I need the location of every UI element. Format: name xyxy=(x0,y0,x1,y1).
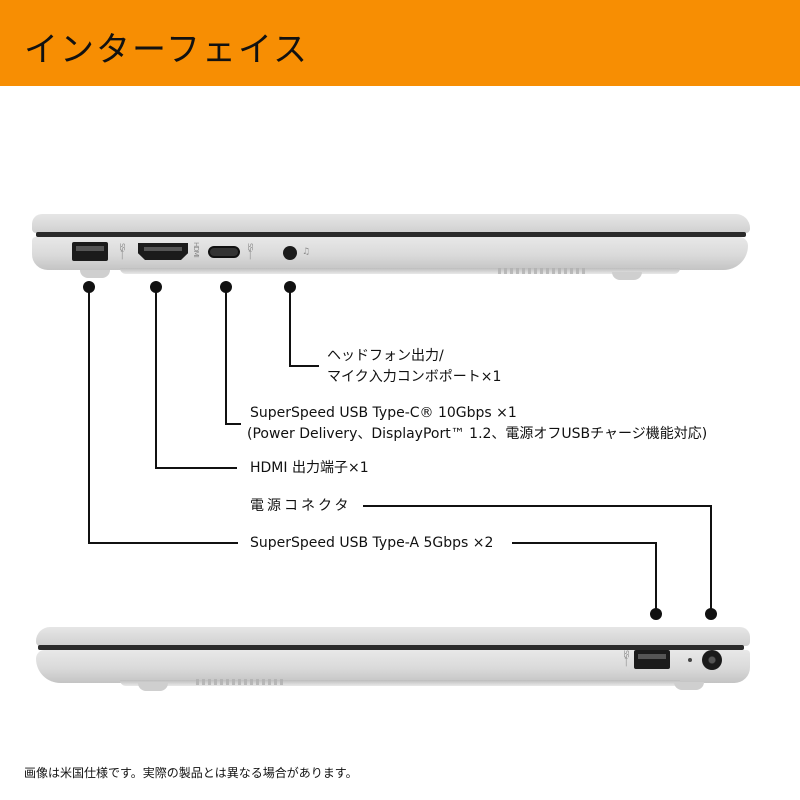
lid-seam xyxy=(36,232,746,237)
laptop-lid xyxy=(36,627,750,646)
power-connector-icon xyxy=(702,650,722,670)
hdmi-port-icon xyxy=(138,243,188,260)
headphone-glyph-icon: ♫ xyxy=(302,247,310,257)
callout-line xyxy=(289,287,291,367)
headphone-label-line1: ヘッドフォン出力/ xyxy=(327,348,444,364)
superspeed-glyph-icon: SS⟵ xyxy=(622,650,630,666)
rubber-foot xyxy=(138,683,168,691)
callout-line xyxy=(289,365,319,367)
usb-a-callout-label: SuperSpeed USB Type-A 5Gbps ×2 xyxy=(250,535,494,551)
hdmi-glyph-icon: HDMI xyxy=(192,242,200,257)
power-led-icon xyxy=(688,658,692,662)
usb-a-port-icon xyxy=(72,242,108,261)
callout-dot xyxy=(705,608,717,620)
laptop-left-side-view: SS⟵ HDMI SS⟵ ♫ xyxy=(0,0,800,300)
callout-line xyxy=(155,467,237,469)
superspeed-glyph-icon: SS⟵ xyxy=(246,243,254,259)
header-banner: インターフェイス xyxy=(0,0,800,86)
callout-line xyxy=(155,287,157,469)
lid-seam xyxy=(38,645,744,650)
callout-line xyxy=(363,505,712,507)
vent-grille xyxy=(196,679,286,685)
laptop-base xyxy=(36,650,750,683)
callout-line xyxy=(512,542,657,544)
laptop-lid xyxy=(32,214,750,233)
power-callout-label: 電源コネクタ xyxy=(250,498,352,514)
hdmi-callout-label: HDMI 出力端子×1 xyxy=(250,460,369,476)
usb-a-port-icon xyxy=(634,650,670,669)
rubber-foot xyxy=(612,272,642,280)
superspeed-glyph-icon: SS⟵ xyxy=(118,243,126,259)
callout-line xyxy=(655,542,657,615)
usb-c-port-icon xyxy=(208,246,240,258)
callout-line xyxy=(225,423,241,425)
callout-line xyxy=(88,287,90,544)
usb-c-label-line2: (Power Delivery、DisplayPort™ 1.2、電源オフUSB… xyxy=(247,426,708,442)
headphone-jack-icon xyxy=(283,246,297,260)
base-shadow xyxy=(120,268,680,274)
callout-line xyxy=(88,542,238,544)
callout-dot xyxy=(650,608,662,620)
rubber-foot xyxy=(674,682,704,690)
headphone-label-line2: マイク入力コンボポート×1 xyxy=(327,369,502,385)
headphone-callout-label: ヘッドフォン出力/ マイク入力コンボポート×1 xyxy=(327,346,501,388)
vent-grille xyxy=(498,268,588,274)
callout-line xyxy=(225,287,227,425)
usb-c-label-line1: SuperSpeed USB Type-C® 10Gbps ×1 xyxy=(250,405,517,421)
callout-line xyxy=(710,505,712,615)
rubber-foot xyxy=(80,270,110,278)
page-title: インターフェイス xyxy=(24,30,309,70)
disclaimer-footnote: 画像は米国仕様です。実際の製品とは異なる場合があります。 xyxy=(24,766,358,780)
usb-c-callout-label: SuperSpeed USB Type-C® 10Gbps ×1 (Power … xyxy=(247,403,708,445)
base-shadow xyxy=(120,680,680,686)
